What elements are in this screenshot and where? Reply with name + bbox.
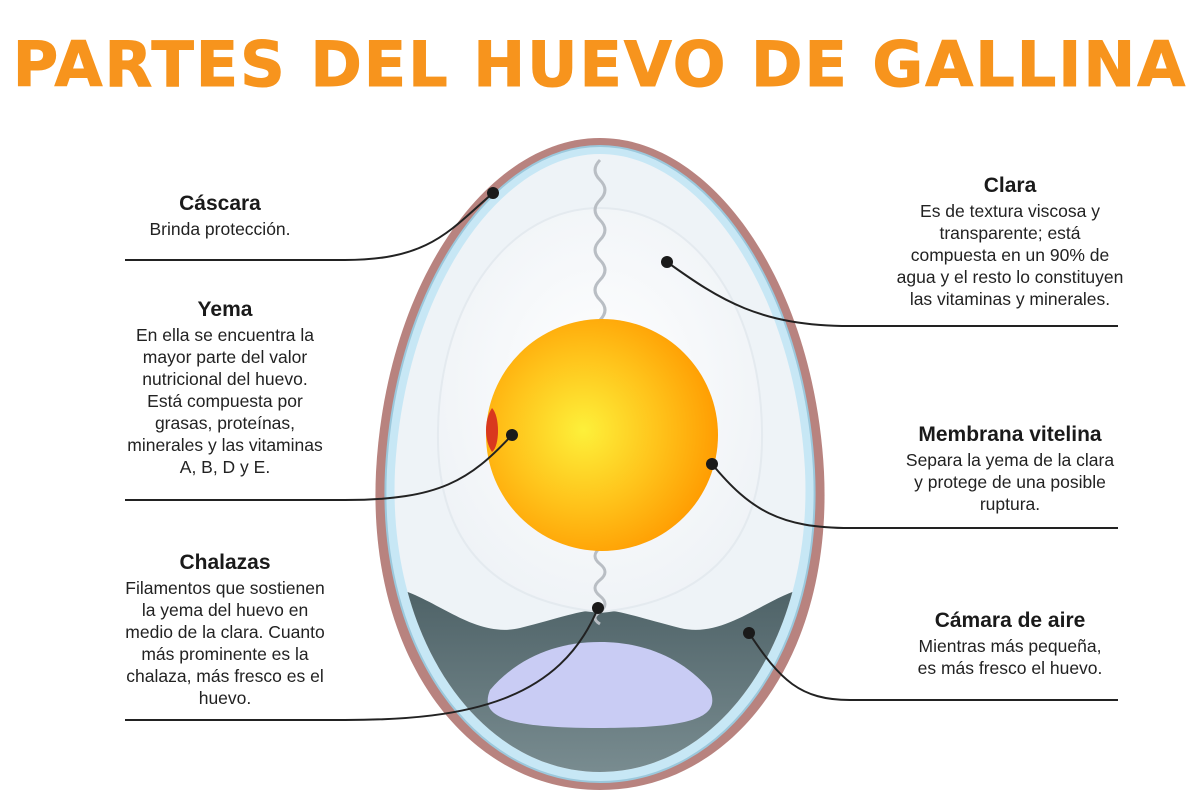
label-clara-title: Clara	[983, 174, 1037, 197]
label-clara-desc: Es de textura viscosa y transparente; es…	[896, 201, 1124, 309]
page-title: PARTES DEL HUEVO DE GALLINA	[12, 28, 1188, 102]
label-chalazas-desc: Filamentos que sostienen la yema del hue…	[125, 578, 325, 708]
dot-camara	[743, 627, 755, 639]
dot-chalazas	[592, 602, 604, 614]
leader-yema	[125, 434, 513, 501]
germinal-disc	[486, 408, 498, 452]
label-clara: Clara Es de textura viscosa y transparen…	[870, 172, 1150, 310]
label-camara: Cámara de aire Mientras más pequeña, es …	[870, 607, 1150, 679]
label-membrana-title: Membrana vitelina	[918, 423, 1102, 446]
leader-membrana	[711, 463, 1118, 529]
label-membrana: Membrana vitelina Separa la yema de la c…	[870, 421, 1150, 515]
dot-cascara	[487, 187, 499, 199]
label-membrana-desc: Separa la yema de la clara y protege de …	[905, 450, 1115, 514]
yolk	[486, 319, 718, 551]
leader-camara	[748, 632, 1118, 701]
label-camara-desc: Mientras más pequeña, es más fresco el h…	[917, 636, 1103, 678]
dot-membrana	[706, 458, 718, 470]
dot-yema	[506, 429, 518, 441]
leader-cascara	[125, 192, 494, 261]
leader-chalazas	[125, 607, 599, 721]
label-yema-desc: En ella se encuentra la mayor parte del …	[127, 325, 323, 477]
dot-clara	[661, 256, 673, 268]
air-chamber-inner	[487, 642, 713, 728]
label-cascara-title: Cáscara	[179, 192, 261, 215]
label-yema: Yema En ella se encuentra la mayor parte…	[90, 296, 360, 478]
label-cascara: Cáscara Brinda protección.	[100, 190, 340, 240]
label-chalazas: Chalazas Filamentos que sostienen la yem…	[90, 549, 360, 709]
label-chalazas-title: Chalazas	[179, 551, 271, 574]
label-camara-title: Cámara de aire	[934, 609, 1086, 632]
label-yema-title: Yema	[197, 298, 253, 321]
label-cascara-desc: Brinda protección.	[149, 219, 291, 239]
leader-clara	[666, 261, 1118, 327]
